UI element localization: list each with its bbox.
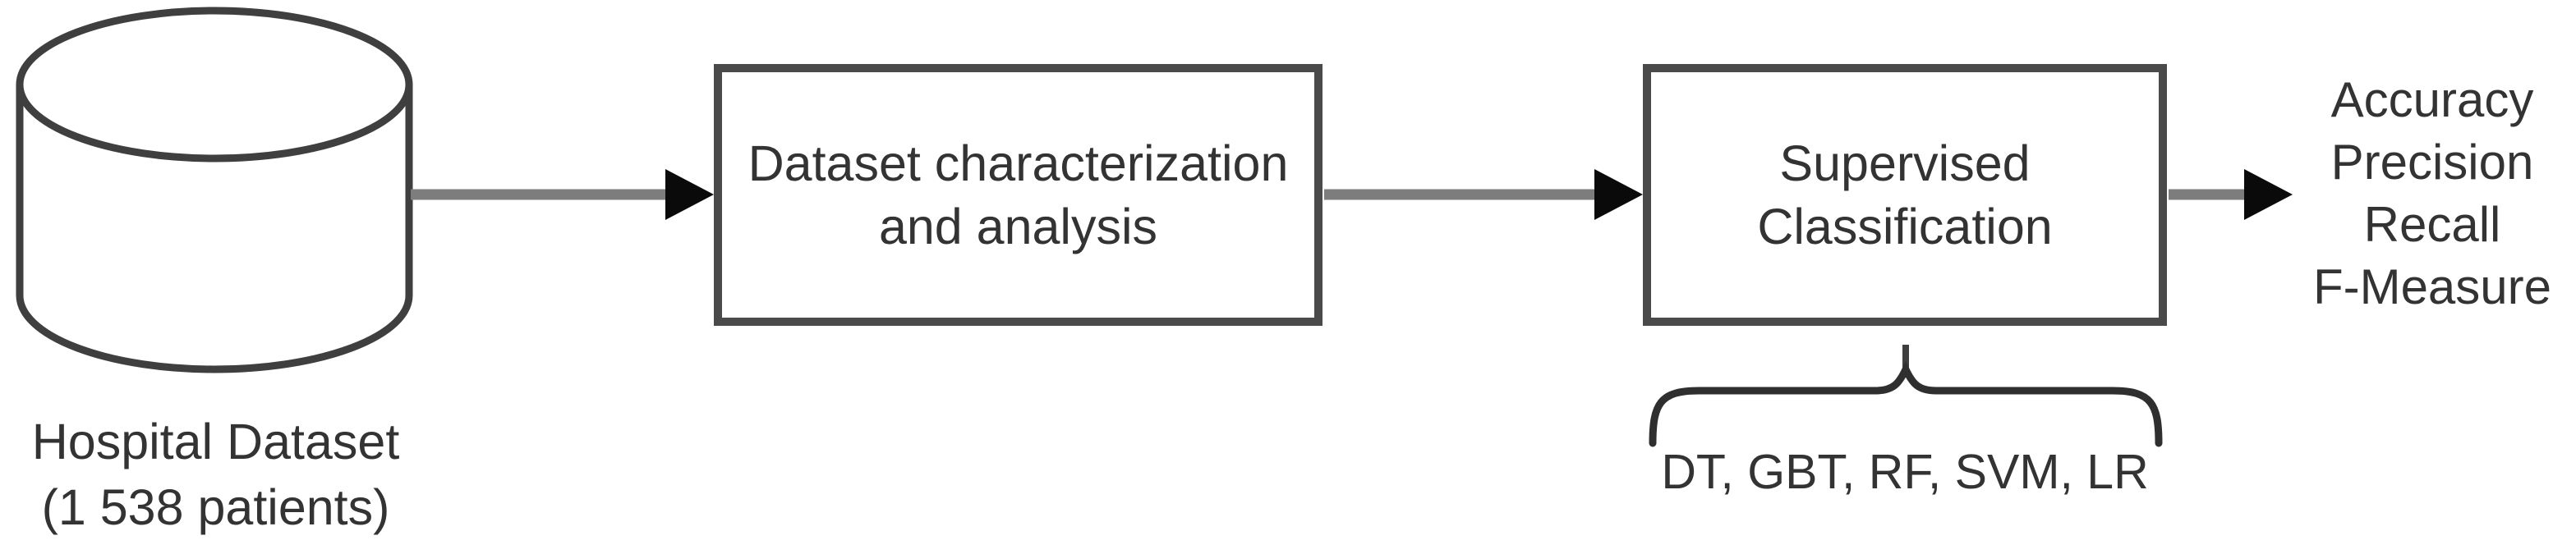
- metric-accuracy: Accuracy: [2330, 72, 2534, 127]
- metric-recall: Recall: [2363, 197, 2501, 252]
- process-box-label-line1: Supervised: [1779, 135, 2031, 191]
- process-box-dataset-characterization: Dataset characterization and analysis: [714, 64, 1322, 326]
- process-box-label-line1: Dataset characterization: [748, 135, 1289, 191]
- algorithms-label: DT, GBT, RF, SVM, LR: [1661, 445, 2149, 499]
- metric-f-measure: F-Measure: [2312, 259, 2552, 314]
- output-metrics: Accuracy Precision Recall F-Measure: [2300, 69, 2564, 318]
- database-label-line2: (1 538 patients): [41, 479, 390, 535]
- brace-icon: [1649, 345, 2163, 447]
- metric-precision: Precision: [2330, 135, 2534, 190]
- process-box-supervised-classification: Supervised Classification: [1643, 64, 2167, 326]
- database-cylinder-icon: [16, 7, 413, 373]
- process-box-label-line2: and analysis: [878, 198, 1158, 254]
- database-label: Hospital Dataset (1 538 patients): [0, 409, 431, 540]
- arrow-characterization-to-classification-icon: [1324, 169, 1643, 220]
- process-box-label-line2: Classification: [1757, 198, 2053, 254]
- arrow-classification-to-metrics-icon: [2169, 169, 2293, 220]
- arrow-db-to-characterization-icon: [411, 169, 714, 220]
- database-label-line1: Hospital Dataset: [31, 414, 400, 469]
